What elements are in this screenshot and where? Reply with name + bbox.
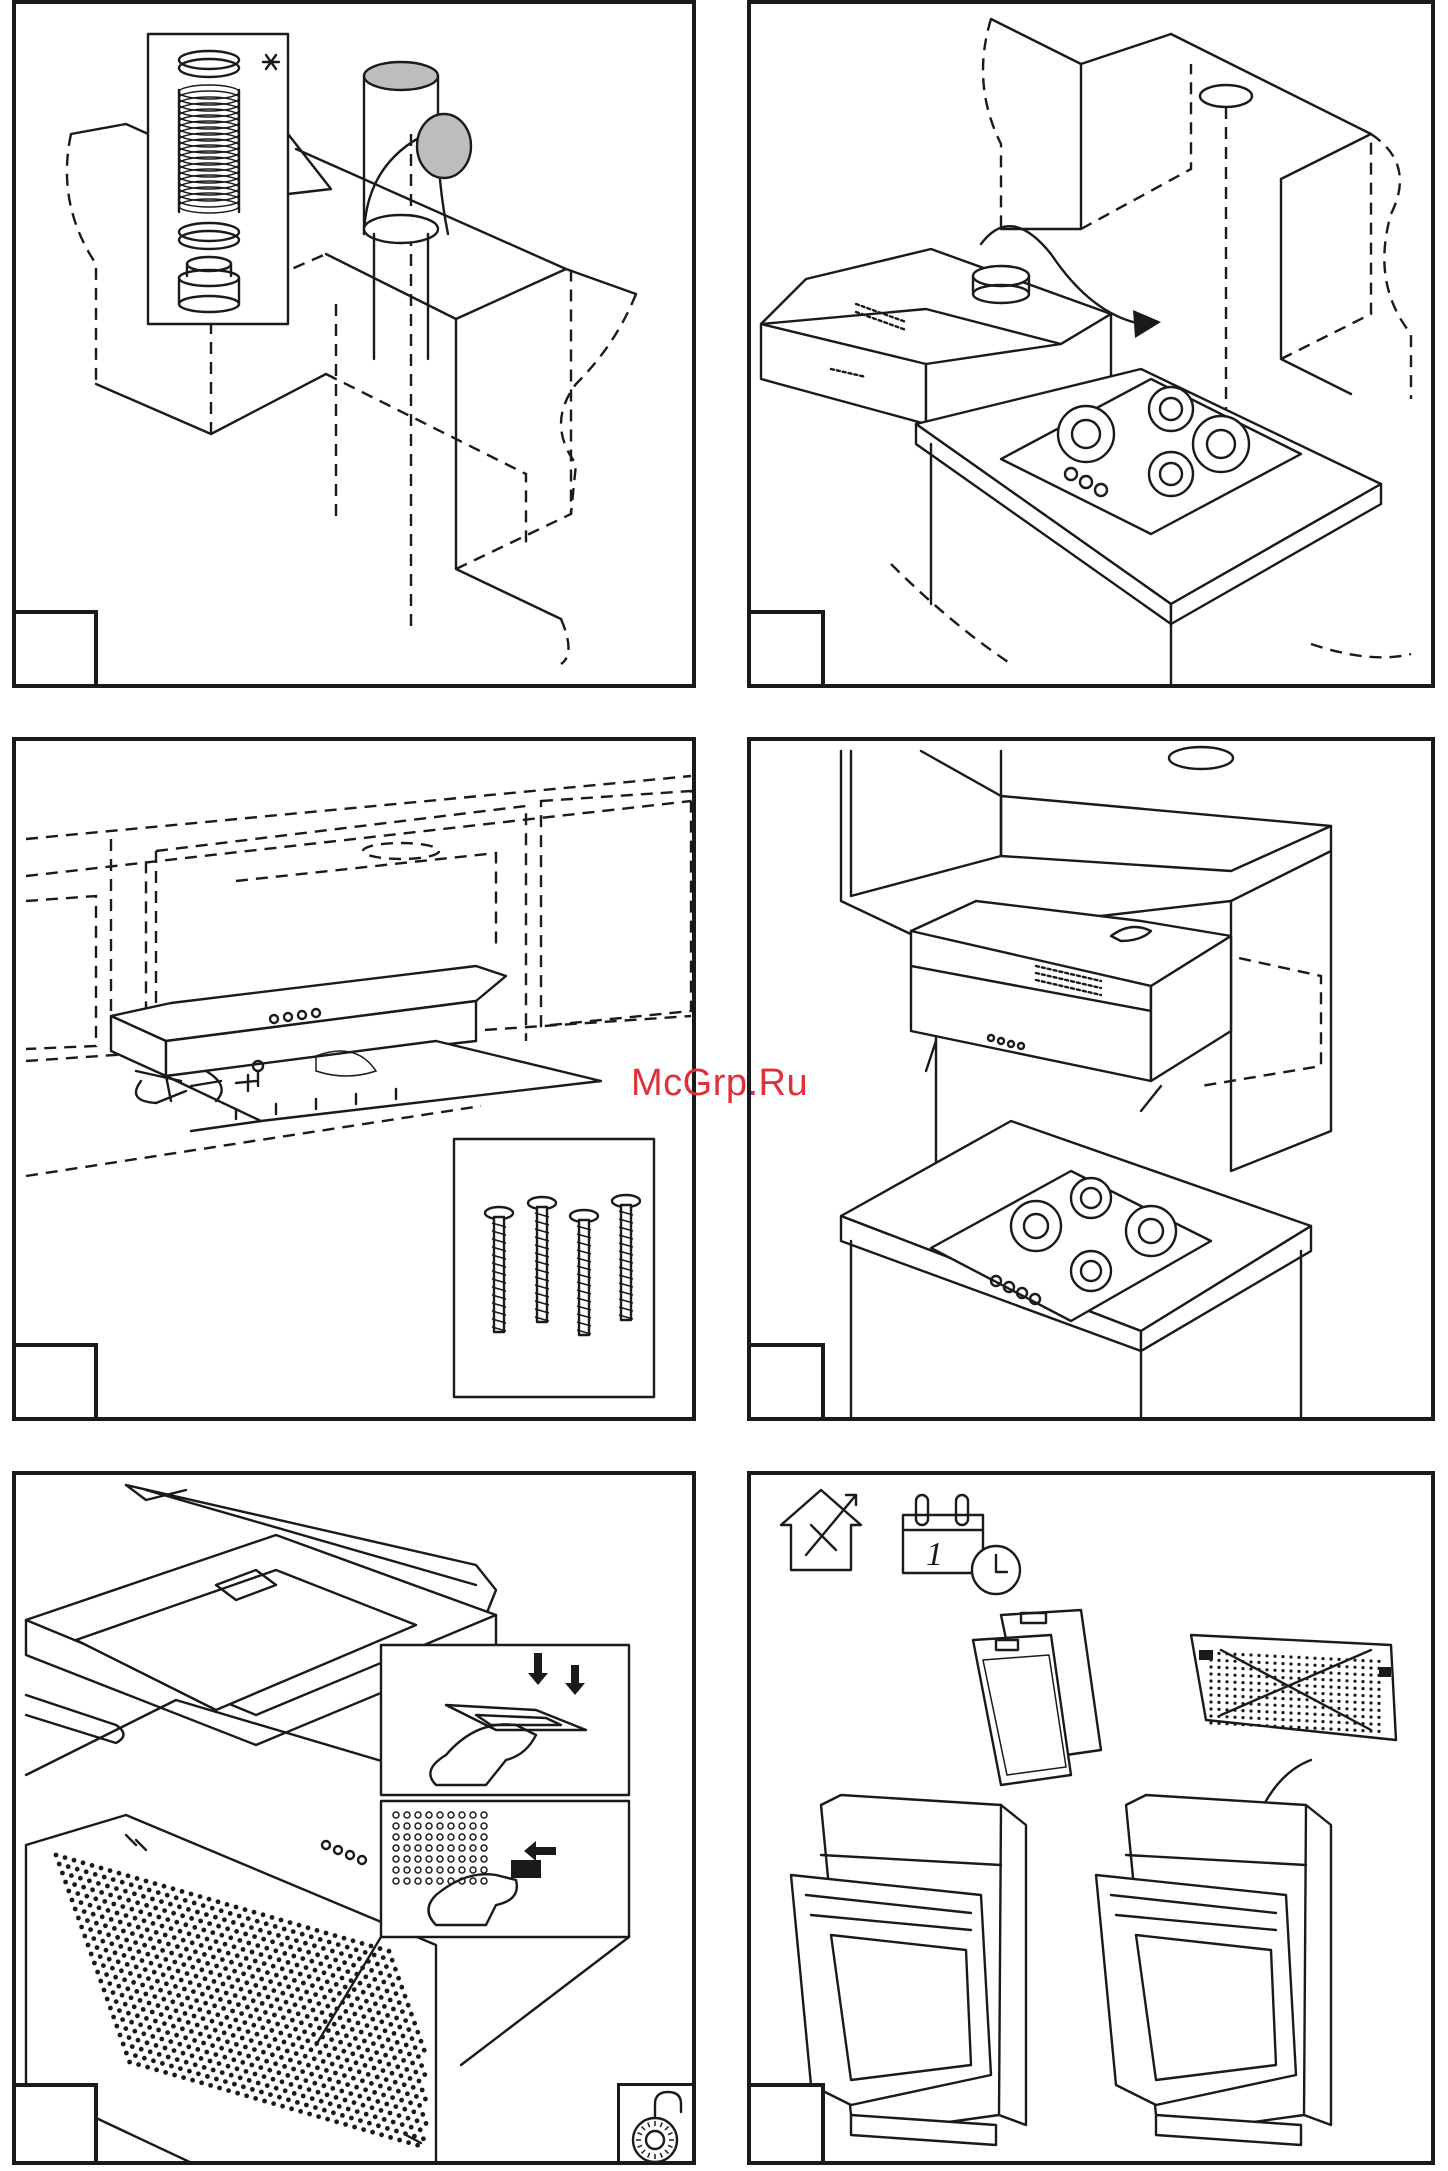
panel-hood-placement <box>747 0 1435 688</box>
calendar-clock-icon: 1 <box>903 1495 1020 1594</box>
step-number-box <box>747 610 825 688</box>
screw-fixing-illustration <box>16 741 696 1421</box>
panel-filter-cleaning: 1 <box>747 1471 1435 2165</box>
panel-screw-fixing <box>12 737 696 1421</box>
panel-filter-removal <box>12 1471 696 2165</box>
panel-mounted-hood <box>747 737 1435 1421</box>
step-number-box <box>12 2083 98 2165</box>
padlock-icon <box>617 2083 696 2165</box>
step-number-box <box>747 2083 825 2165</box>
duct-connection-illustration <box>16 4 696 688</box>
hood-placement-illustration <box>751 4 1435 688</box>
watermark-text: McGrp.Ru <box>631 1062 808 1105</box>
house-vent-icon <box>781 1490 861 1570</box>
svg-text:1: 1 <box>926 1536 943 1573</box>
panel-duct-connection <box>12 0 696 688</box>
filter-removal-illustration <box>16 1475 696 2165</box>
step-number-box <box>12 1343 98 1421</box>
filter-cleaning-illustration: 1 <box>751 1475 1435 2165</box>
step-number-box <box>747 1343 825 1421</box>
step-number-box <box>12 610 98 688</box>
mounted-hood-illustration <box>751 741 1435 1421</box>
